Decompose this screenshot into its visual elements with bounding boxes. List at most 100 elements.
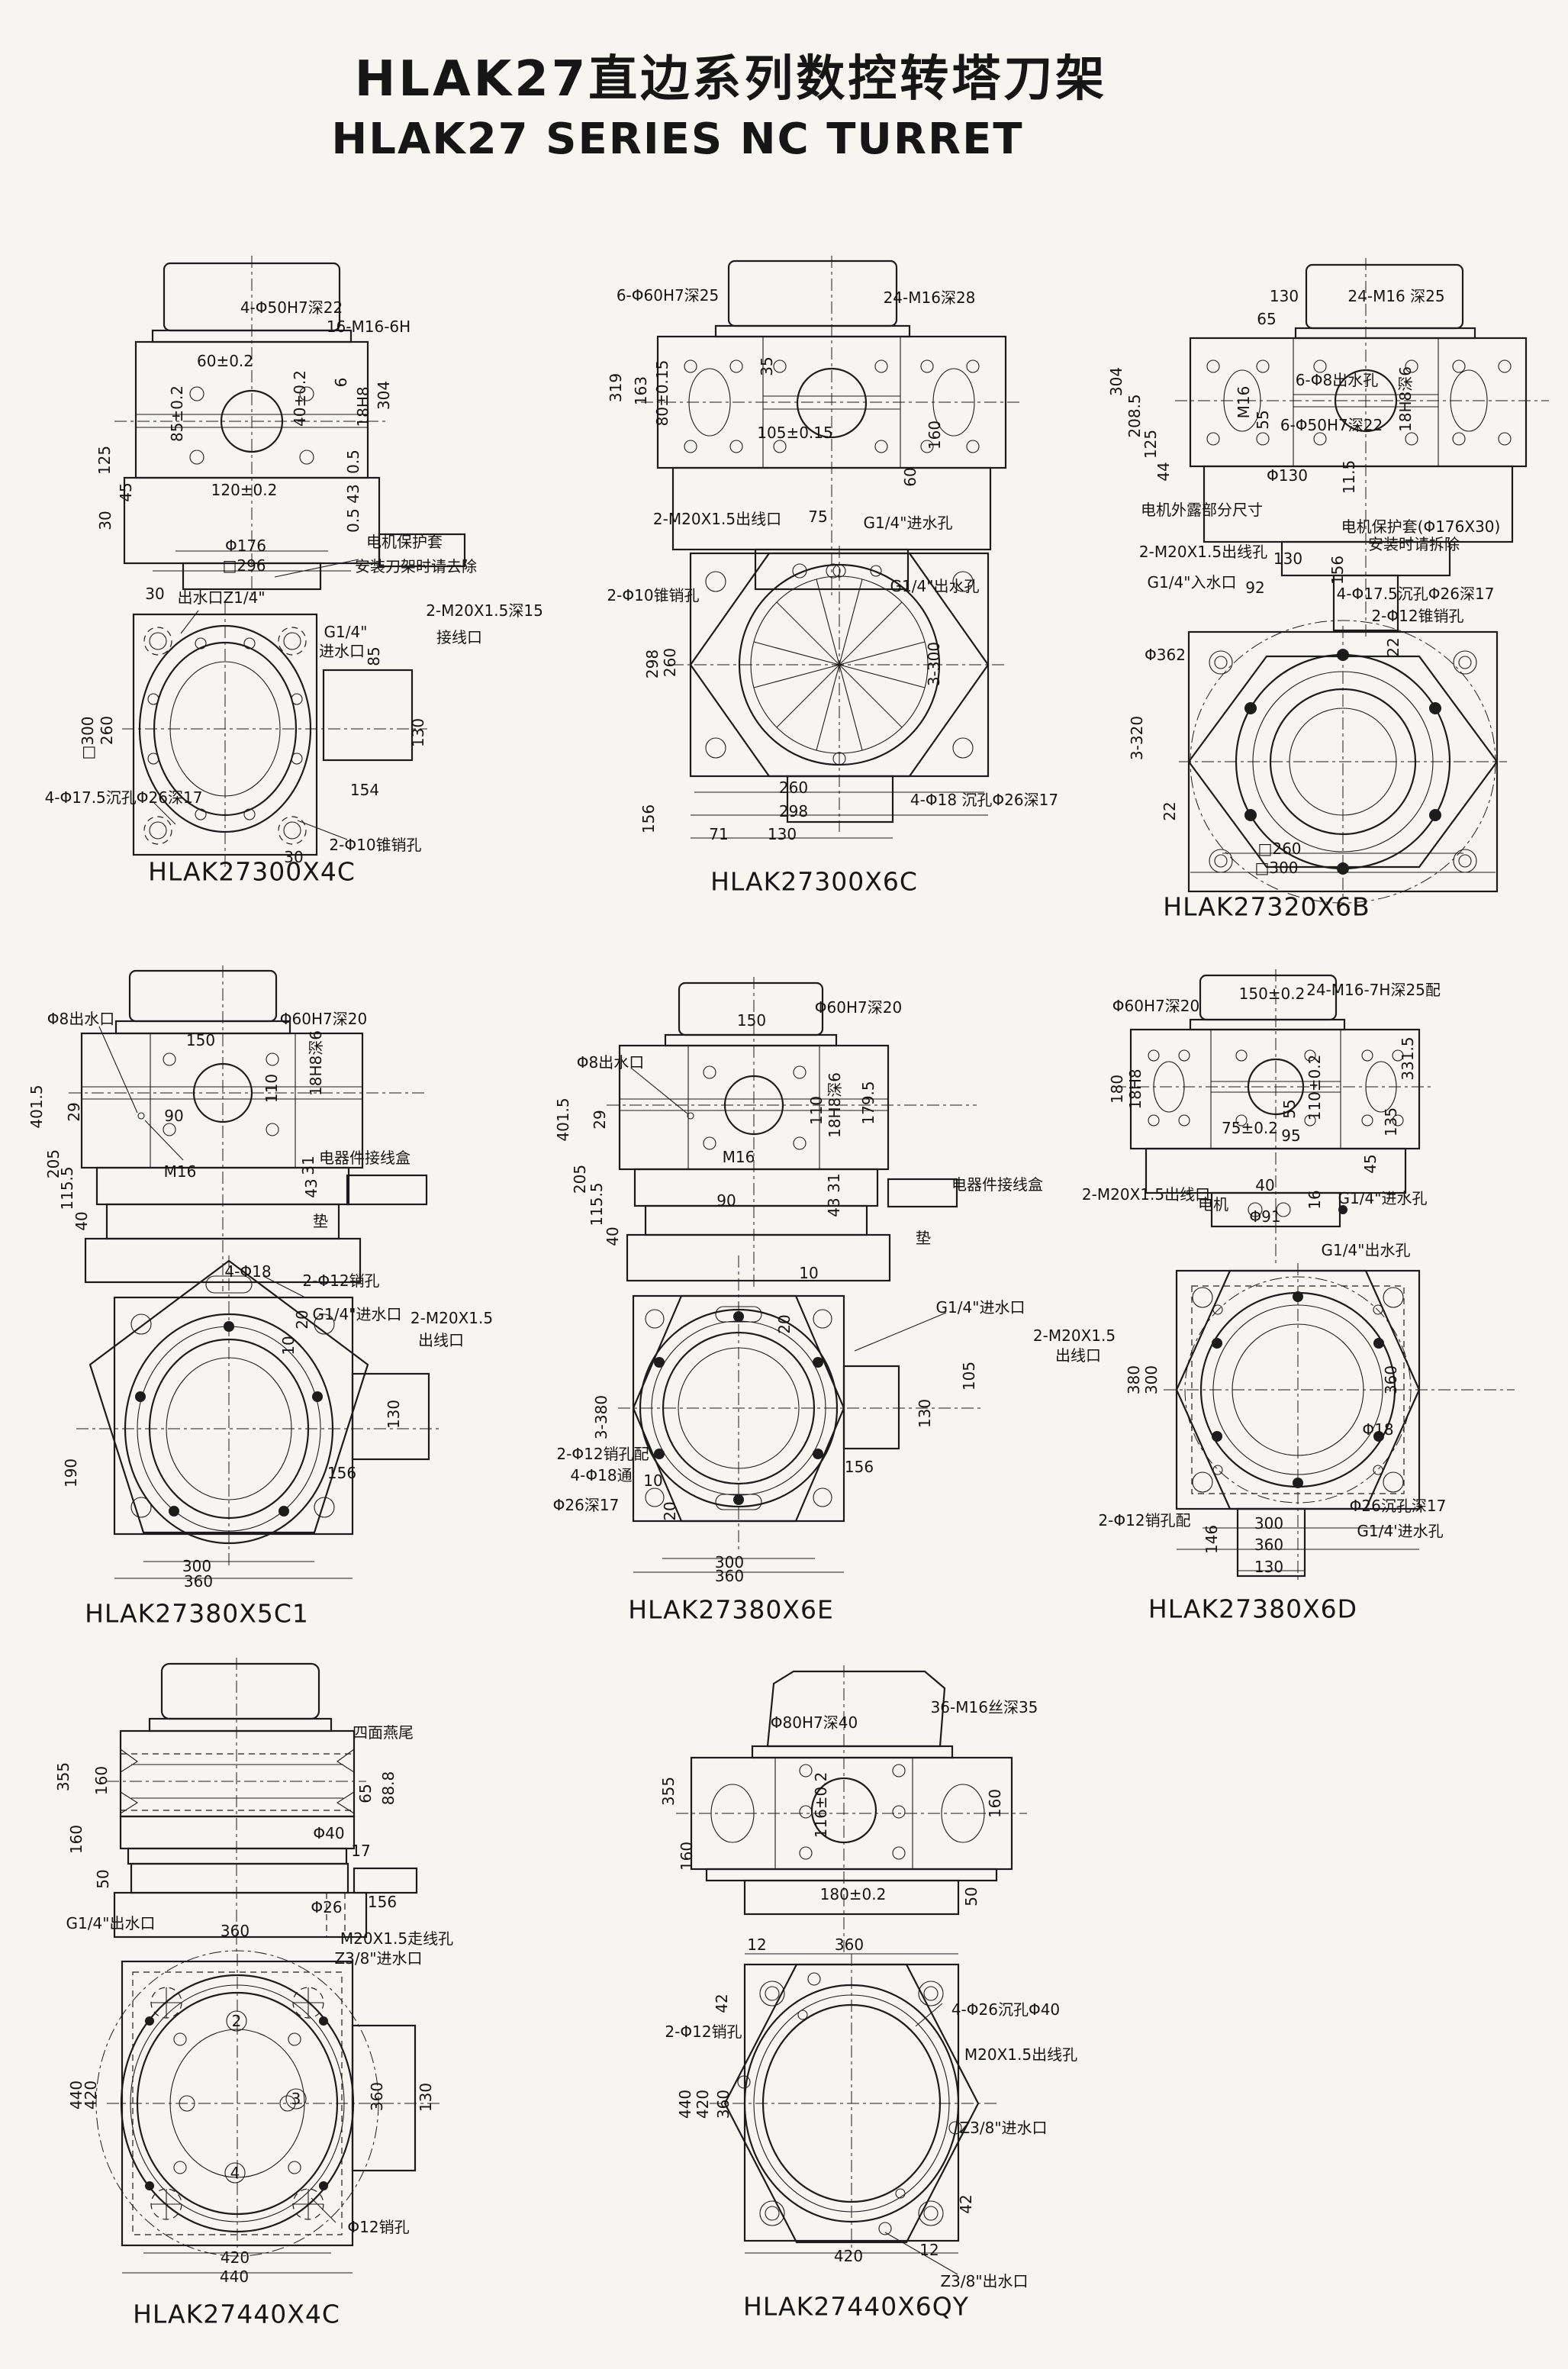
dim-label: 130: [1273, 550, 1303, 568]
dim-label: 331.5: [1399, 1036, 1417, 1081]
dim-label: 156: [327, 1464, 357, 1482]
dim-label: 16: [1306, 1190, 1324, 1210]
dim-label: 60±0.2: [196, 352, 254, 370]
dim-label: 360: [1382, 1365, 1400, 1395]
dim-label: 300: [182, 1557, 212, 1575]
dim-label: 18H8: [354, 386, 372, 427]
dim-label: 29: [591, 1110, 609, 1130]
dim-label: □296: [222, 556, 266, 575]
dim-label: Φ12销孔: [347, 2218, 410, 2236]
dim-label: Z3/8"出水口: [940, 2272, 1029, 2290]
dim-label: 304: [375, 380, 393, 411]
dim-label: 75: [808, 508, 828, 526]
dim-label: Φ80H7深40: [770, 1713, 858, 1732]
model-caption-hlak27300x6c: HLAK27300X6C: [710, 866, 918, 897]
dim-label: 36-M16丝深35: [930, 1698, 1038, 1716]
dim-label: M20X1.5出线孔: [964, 2045, 1078, 2064]
dim-label: 2-M20X1.5出线口: [1081, 1185, 1211, 1204]
dim-label: 163: [632, 375, 650, 406]
dim-label: 30: [145, 585, 165, 603]
dim-label: 电机外露部分尺寸: [1141, 501, 1263, 519]
dim-label: 146: [1203, 1524, 1221, 1555]
dim-label: 420: [694, 2089, 712, 2119]
dim-label: 20: [775, 1314, 794, 1334]
model-caption-hlak27300x4c: HLAK27300X4C: [148, 856, 356, 887]
dim-label: 298: [778, 802, 809, 820]
dim-label: 115.5: [58, 1166, 76, 1210]
dim-label: 4-Φ18通: [570, 1466, 633, 1484]
dim-label: M16: [163, 1162, 197, 1181]
dim-label: 6-Φ60H7深25: [616, 286, 720, 305]
dim-label: 11.5: [1340, 459, 1358, 495]
dim-label: 355: [659, 1776, 678, 1807]
dim-label: 150: [736, 1011, 767, 1030]
dim-label: 130: [767, 825, 797, 843]
dim-label: 电机: [1198, 1195, 1228, 1214]
dim-label: 156: [367, 1893, 398, 1911]
dim-label: 105±0.15: [757, 424, 833, 442]
dim-label: 130: [409, 717, 427, 748]
dim-label: 90: [716, 1191, 736, 1210]
dim-label: 10: [643, 1471, 663, 1490]
dim-label: Φ60H7深20: [814, 998, 903, 1017]
dim-label: 205: [571, 1164, 589, 1194]
line-art-hlak27300x6c: [641, 256, 1022, 839]
dim-label: G1/4"进水孔: [1338, 1189, 1428, 1207]
dim-label: 2-Φ12销孔: [665, 2023, 742, 2041]
dim-label: 2-M20X1.5: [1032, 1326, 1116, 1345]
dim-label: 电器件接线盒: [319, 1149, 411, 1167]
dim-label: 2-M20X1.5深15: [426, 601, 543, 620]
dim-label: 115.5: [588, 1182, 606, 1226]
dim-label: 垫: [916, 1229, 931, 1247]
dim-label: 180: [1108, 1074, 1126, 1104]
dim-label: 42: [713, 1994, 731, 2013]
dim-label: 88.8: [379, 1771, 398, 1806]
dim-label: 125: [95, 445, 114, 475]
line-art-hlak27300x4c: [114, 256, 466, 870]
dim-label: 360: [714, 2089, 732, 2119]
dim-label: 24-M16 深25: [1347, 287, 1445, 305]
dim-label: 31: [299, 1155, 317, 1175]
dim-label: G1/4'进水孔: [1357, 1522, 1444, 1540]
dim-label: 4-Φ17.5沉孔Φ26深17: [1336, 585, 1495, 603]
dim-label: 401.5: [27, 1085, 46, 1129]
dim-label: 12: [919, 2241, 939, 2259]
dim-label: 300: [1142, 1365, 1161, 1395]
dim-label: 6: [332, 377, 350, 388]
dim-label: Z3/8"进水口: [334, 1949, 423, 1968]
dim-label: G1/4": [324, 623, 368, 641]
dim-label: 电器件接线盒: [951, 1175, 1043, 1194]
dim-label: 6-Φ8出水孔: [1295, 371, 1379, 389]
dim-label: 电机保护套(Φ176X30): [1341, 517, 1501, 536]
dim-label: 3-380: [592, 1394, 610, 1440]
dim-label: 22: [1384, 637, 1402, 657]
dim-label: 2-M20X1.5出线孔: [1138, 543, 1268, 561]
dim-label: 40: [72, 1211, 91, 1231]
line-art-hlak27440x6qy: [676, 1665, 1027, 2275]
dim-label: 2-Φ12锥销孔: [1371, 607, 1464, 625]
dim-label: 260: [778, 778, 809, 797]
dim-label: 四面燕尾: [353, 1723, 414, 1742]
dim-label: 360: [183, 1572, 214, 1591]
dim-label: 40±0.2: [291, 369, 309, 427]
dim-label: 260: [661, 647, 679, 678]
dim-label: 75±0.2: [1221, 1119, 1279, 1137]
dim-label: Φ26沉孔深17: [1349, 1497, 1447, 1515]
dim-label: 3-300: [925, 641, 943, 687]
dim-label: G1/4"出水口: [66, 1914, 156, 1932]
dim-label: Φ60H7深20: [279, 1010, 368, 1028]
dim-label: 130: [916, 1398, 934, 1429]
dim-label: M16: [722, 1148, 755, 1166]
model-caption-hlak27380x5c1: HLAK27380X5C1: [85, 1598, 309, 1629]
dim-label: Φ26深17: [552, 1496, 620, 1514]
dim-label: 18H8深6: [826, 1072, 844, 1138]
dim-label: Φ60H7深20: [1112, 997, 1200, 1015]
dim-label: 45: [117, 482, 135, 502]
dim-label: Φ176: [225, 537, 266, 555]
dim-label: 130: [1269, 287, 1299, 305]
dim-label: 4-Φ50H7深22: [240, 298, 343, 317]
dim-label: 43: [302, 1178, 320, 1198]
dim-label: 55: [1254, 410, 1272, 430]
dim-label: 92: [1245, 579, 1265, 597]
